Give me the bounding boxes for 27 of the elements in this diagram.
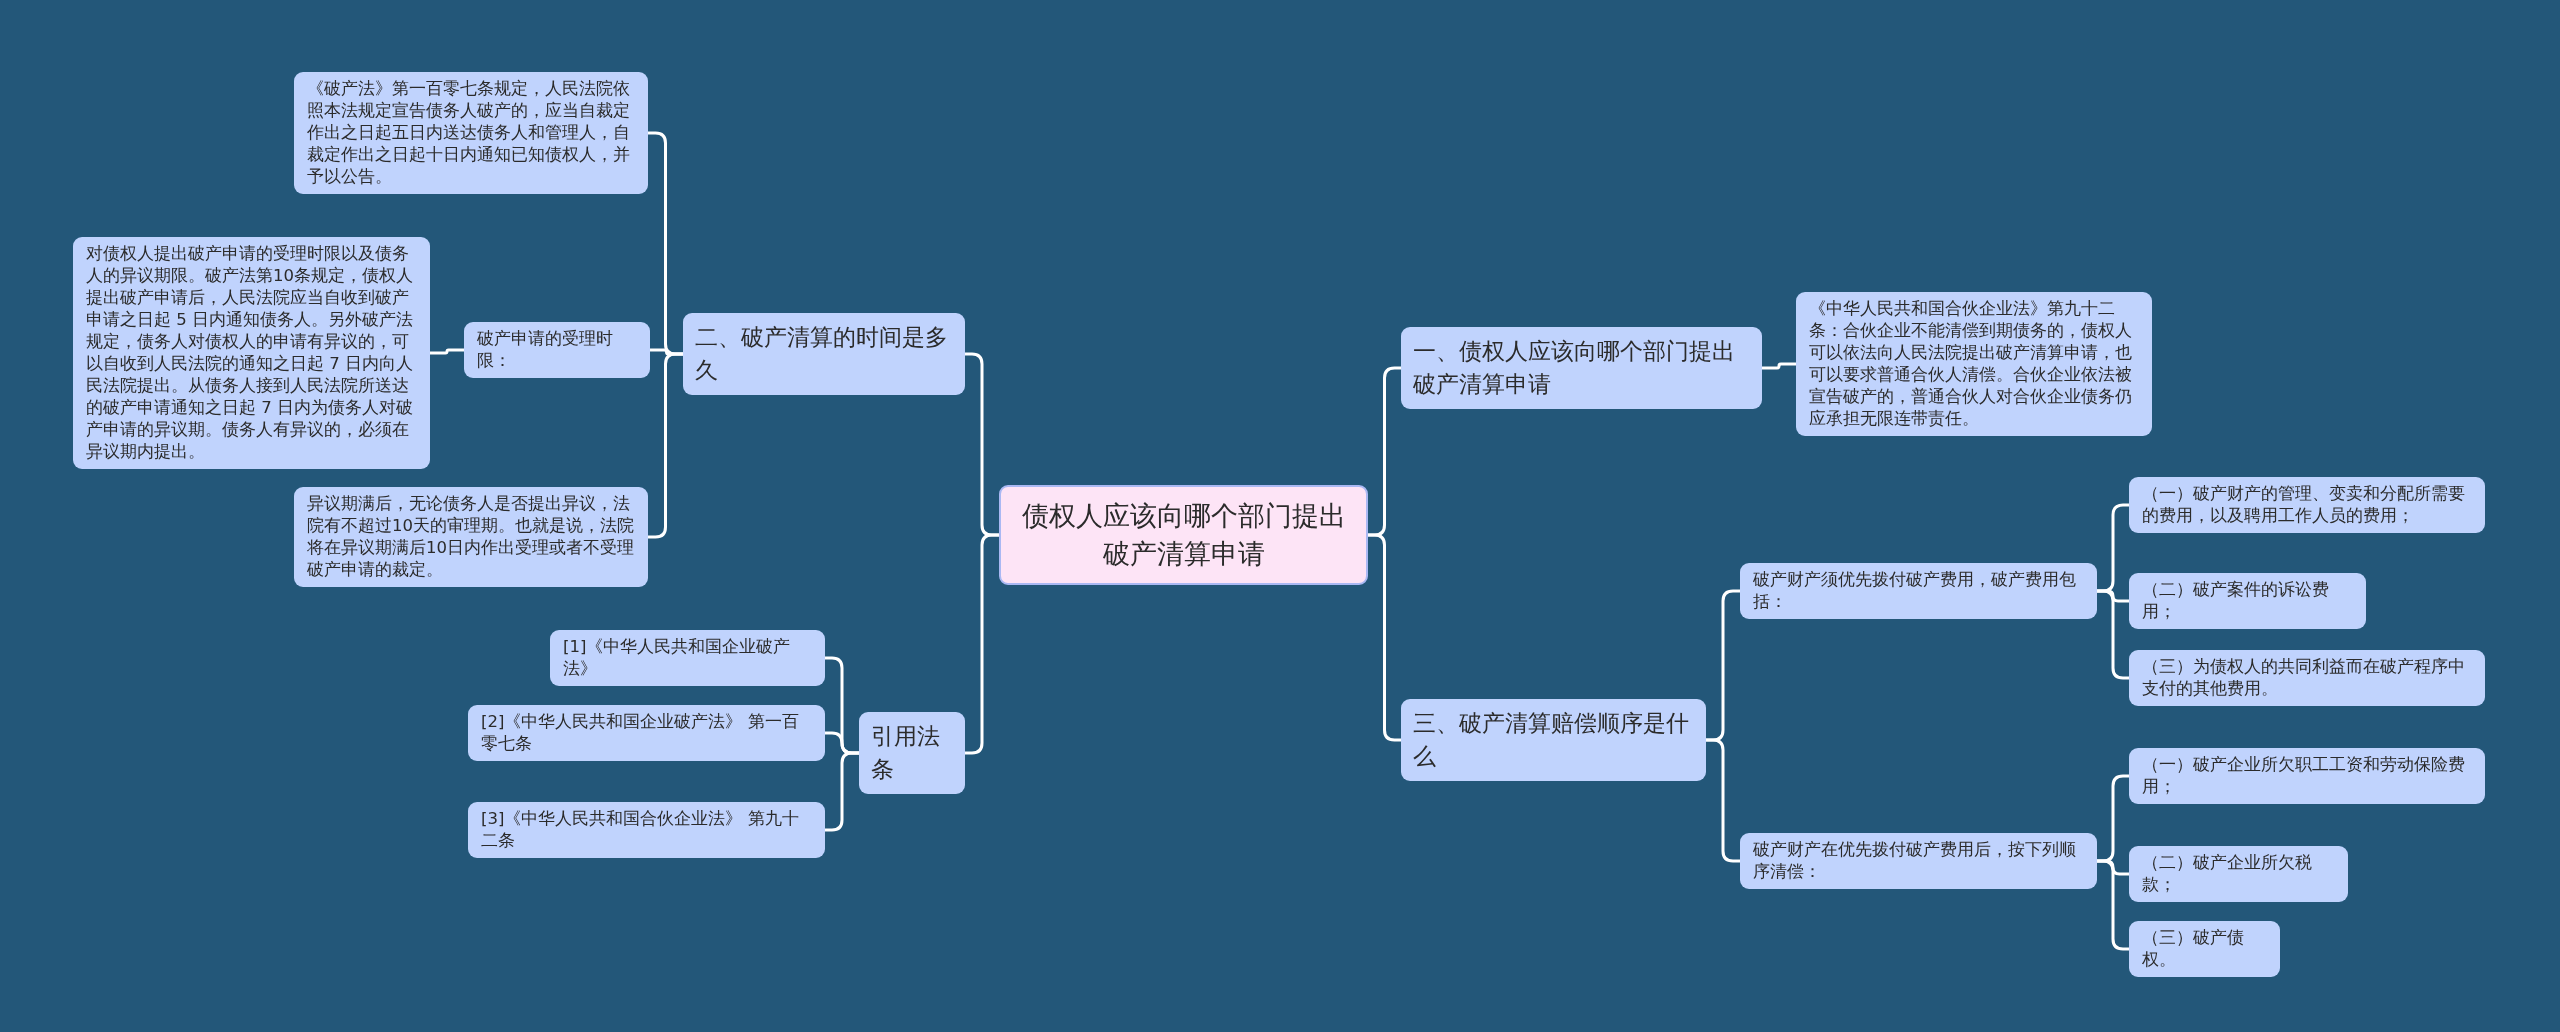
subtopic-box: [3]《中华人民共和国合伙企业法》 第九十二条 [468,802,825,858]
subtopic-box: 破产申请的受理时限： [464,322,650,378]
central-topic-box: 债权人应该向哪个部门提出破产清算申请 [999,485,1368,585]
subtopic-box: （一）破产企业所欠职工工资和劳动保险费用； [2129,748,2485,804]
topic-box: 引用法条 [859,712,965,794]
connector-line [430,348,464,355]
topic-box: 一、债权人应该向哪个部门提出破产清算申请 [1401,327,1762,409]
subtopic-box: 破产财产须优先拨付破产费用，破产费用包括： [1740,563,2097,619]
topic-box: 三、破产清算赔偿顺序是什么 [1401,699,1706,781]
connector-line [2097,589,2129,680]
subtopic-box: （二）破产案件的诉讼费用； [2129,573,2366,629]
topic-box: 二、破产清算的时间是多久 [683,313,965,395]
subtopic-box: [1]《中华人民共和国企业破产法》 [550,630,825,686]
subtopic-box: （一）破产财产的管理、变卖和分配所需要的费用，以及聘用工作人员的费用； [2129,477,2485,533]
connector-line [1368,533,1401,742]
subtopic-box: 异议期满后，无论债务人是否提出异议，法院有不超过10天的审理期。也就是说，法院将在异议期满后10日内作出受理或者不受理破产申请的裁定。 [294,487,648,587]
subtopic-box: 破产财产在优先拨付破产费用后，按下列顺序清偿： [1740,833,2097,889]
connector-line [648,352,683,539]
subtopic-box: 《破产法》第一百零七条规定，人民法院依照本法规定宣告债务人破产的，应当自裁定作出之日起五日内送达债务人和管理人，自裁定作出之日起十日内通知已知债权人，并予以公告。 [294,72,648,194]
subtopic-box: 《中华人民共和国合伙企业法》第九十二条：合伙企业不能清偿到期债务的，债权人可以依法向人民法院提出破产清算申请，也可以要求普通合伙人清偿。合伙企业依法被宣告破产的，普通合伙人对合伙企业债务仍应承担无限连带责任。 [1796,292,2152,436]
subtopic-box: （二）破产企业所欠税款； [2129,846,2348,902]
subtopic-box: （三）为债权人的共同利益而在破产程序中支付的其他费用。 [2129,650,2485,706]
subtopic-box: [2]《中华人民共和国企业破产法》 第一百零七条 [468,705,825,761]
connector-line [2097,859,2129,951]
subtopic-box: 对债权人提出破产申请的受理时限以及债务人的异议期限。破产法第10条规定，债权人提出破产申请后，人民法院应当自收到破产申请之日起 5 日内通知债务人。另外破产法规定，债务人对债权人的申请有异议的，可以自收到人民法院的通知之日起 7 日内向人民法院提出。从债务人接到人民法院所送达的破产申请通知之日起 7 日内为债务人对破产申请的异议期。债务人有异议的，必须在异议期内提出。 [73,237,430,469]
subtopic-box: （三）破产债权。 [2129,921,2280,977]
connector-line [1762,362,1796,370]
